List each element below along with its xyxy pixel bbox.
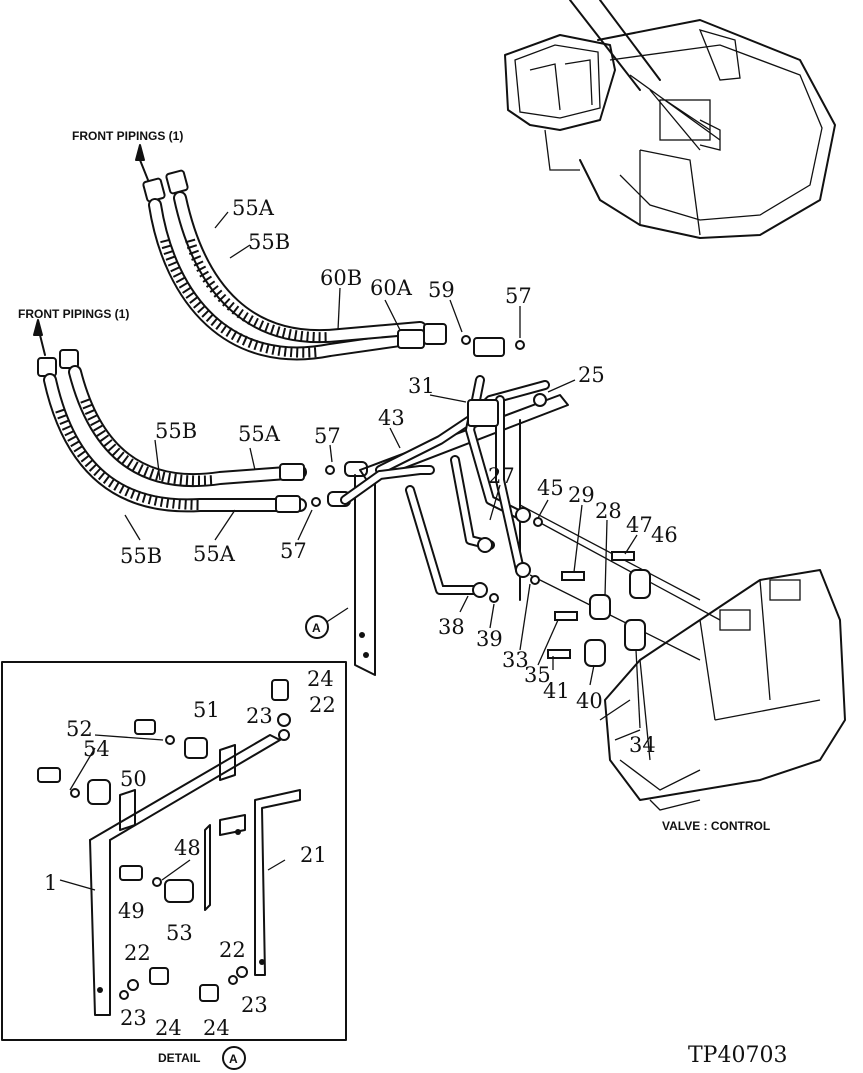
detail-caption-marker-letter: A (229, 1052, 238, 1066)
bracket-and-pipes (340, 375, 721, 676)
part-label-41: 41 (543, 679, 570, 703)
detail-caption-marker-circle (222, 1046, 246, 1070)
part-label-25: 25 (578, 363, 605, 387)
part-label-40: 40 (576, 689, 603, 713)
detail-label-24a: 24 (307, 667, 334, 691)
detail-label-51: 51 (193, 698, 220, 722)
part-label-27: 27 (488, 464, 515, 488)
detail-label-1: 1 (44, 871, 57, 895)
part-label-31: 31 (408, 374, 435, 398)
control-valve (599, 569, 846, 811)
detail-marker-letter: A (312, 621, 321, 635)
flange-fittings (489, 517, 651, 667)
lower-hose-assembly (33, 319, 368, 513)
detail-label-21: 21 (300, 843, 327, 867)
detail-label-22b: 22 (124, 941, 151, 965)
part-label-47: 47 (626, 513, 653, 537)
part-label-60B: 60B (320, 266, 362, 290)
valve-label: VALVE : CONTROL (662, 819, 770, 833)
part-label-55A-low: 55A (193, 542, 236, 566)
leader-lines (59, 211, 641, 891)
detail-label-22a: 22 (309, 693, 336, 717)
detail-label-24c: 24 (203, 1016, 230, 1040)
detail-label-50: 50 (120, 767, 147, 791)
detail-label-23c: 23 (241, 993, 268, 1017)
detail-label-23a: 23 (246, 704, 273, 728)
detail-label-52: 52 (66, 717, 93, 741)
figure-code: TP40703 (688, 1043, 787, 1068)
part-label-39: 39 (476, 627, 503, 651)
part-label-46: 46 (651, 523, 678, 547)
text-labels: FRONT PIPINGS (1) FRONT PIPINGS (1) 55A … (18, 129, 787, 1070)
detail-label-24b: 24 (155, 1016, 182, 1040)
part-label-60A: 60A (370, 276, 413, 300)
part-label-59: 59 (428, 278, 455, 302)
front-pipings-label-bottom: FRONT PIPINGS (1) (18, 307, 129, 321)
part-label-55B-low: 55B (120, 544, 162, 568)
part-label-55B-mid: 55B (155, 419, 197, 443)
detail-a-panel (1, 661, 347, 1041)
part-label-33: 33 (502, 648, 529, 672)
detail-label-49: 49 (118, 899, 145, 923)
detail-label-54: 54 (83, 737, 110, 761)
front-pipings-label-top: FRONT PIPINGS (1) (72, 129, 183, 143)
part-label-57-low: 57 (280, 539, 307, 563)
part-label-55A-mid: 55A (238, 422, 281, 446)
part-label-57-mid: 57 (314, 424, 341, 448)
excavator-illustration (504, 0, 836, 239)
part-label-55A-top: 55A (232, 196, 275, 220)
upper-hose-assembly (135, 144, 525, 361)
detail-caption: DETAIL (158, 1051, 200, 1065)
detail-label-53: 53 (166, 921, 193, 945)
part-label-28: 28 (595, 499, 622, 523)
detail-label-48: 48 (174, 836, 201, 860)
detail-label-22c: 22 (219, 938, 246, 962)
part-label-34: 34 (629, 733, 656, 757)
part-label-55B-top: 55B (248, 230, 290, 254)
part-label-57-top: 57 (505, 284, 532, 308)
detail-label-23b: 23 (120, 1006, 147, 1030)
part-label-45: 45 (537, 476, 564, 500)
part-label-43: 43 (378, 406, 405, 430)
part-label-38: 38 (438, 615, 465, 639)
part-label-35: 35 (524, 663, 551, 687)
detail-marker-circle (305, 615, 329, 639)
part-label-29: 29 (568, 483, 595, 507)
